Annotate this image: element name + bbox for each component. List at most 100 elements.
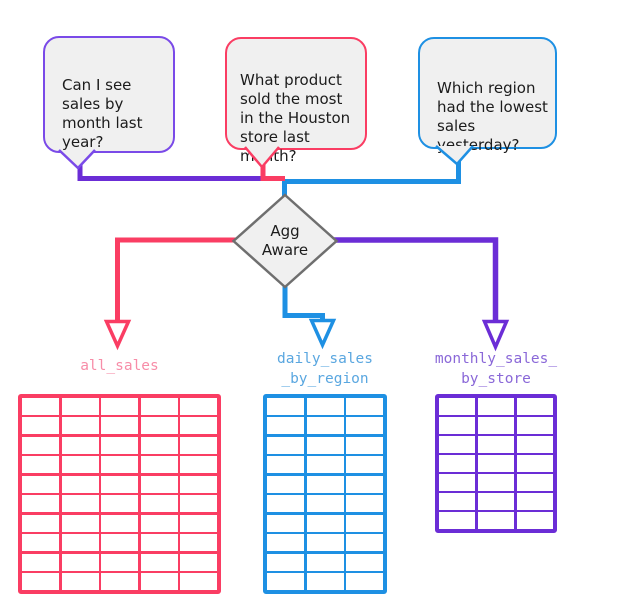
table-all-sales (18, 394, 221, 594)
table-cell (306, 553, 344, 571)
table-cell (306, 495, 344, 513)
table-cell (346, 417, 383, 435)
table-cell (140, 534, 178, 552)
label-daily-sales-by-region: daily_sales _by_region (276, 351, 374, 387)
table-cell (61, 417, 99, 435)
table-cell (101, 436, 138, 454)
table-cell (477, 398, 515, 415)
table-cell (346, 495, 383, 513)
table-cell (140, 514, 178, 532)
question-text-2: What product sold the most in the Housto… (240, 71, 351, 165)
table-cell (180, 475, 217, 493)
table-cell (346, 456, 383, 474)
table-cell (306, 436, 344, 454)
table-cell (516, 474, 553, 491)
table-cell (267, 553, 304, 571)
table-cell (22, 417, 59, 435)
table-cell (439, 398, 476, 415)
table-cell (439, 493, 476, 510)
table-cell (477, 493, 515, 510)
table-cell (180, 417, 217, 435)
table-cell (101, 573, 138, 590)
table-cell (61, 398, 99, 415)
agg-aware-label: Agg Aware (261, 222, 309, 259)
table-cell (61, 495, 99, 513)
table-cell (101, 514, 138, 532)
table-cell (101, 495, 138, 513)
table-cell (267, 475, 304, 493)
table-cell (101, 475, 138, 493)
branch-monthly-sales (334, 237, 499, 322)
table-cell (101, 553, 138, 571)
table-cell (140, 573, 178, 590)
table-cell (140, 553, 178, 571)
arrowhead-daily-sales (308, 318, 337, 350)
table-cell (346, 553, 383, 571)
table-cell (306, 398, 344, 415)
table-cell (22, 398, 59, 415)
table-cell (61, 553, 99, 571)
table-cell (61, 573, 99, 590)
table-cell (140, 436, 178, 454)
table-cell (22, 534, 59, 552)
table-cell (22, 436, 59, 454)
table-cell (516, 493, 553, 510)
label-monthly-sales-by-store: monthly_sales_ by_store (434, 351, 558, 387)
table-cell (267, 417, 304, 435)
table-cell (439, 417, 476, 434)
table-cell (346, 436, 383, 454)
table-cell (140, 495, 178, 513)
branch-all-sales (115, 237, 236, 322)
table-cell (22, 553, 59, 571)
question-text-1: Can I see sales by month last year? (62, 76, 143, 151)
table-cell (306, 456, 344, 474)
table-cell (439, 474, 476, 491)
table-cell (140, 398, 178, 415)
table-cell (477, 474, 515, 491)
table-cell (180, 514, 217, 532)
table-cell (180, 398, 217, 415)
table-cell (180, 436, 217, 454)
table-cell (267, 495, 304, 513)
table-cell (180, 495, 217, 513)
speech-bubble-q1: Can I see sales by month last year? (43, 36, 175, 153)
question-text-3: Which region had the lowest sales yester… (437, 79, 548, 154)
table-cell (61, 534, 99, 552)
table-cell (61, 514, 99, 532)
table-cell (477, 436, 515, 453)
table-cell (439, 436, 476, 453)
table-cell (267, 436, 304, 454)
table-daily-sales-by-region (263, 394, 387, 594)
table-cell (101, 534, 138, 552)
speech-bubble-q3: Which region had the lowest sales yester… (418, 37, 557, 154)
table-cell (267, 514, 304, 532)
table-cell (516, 398, 553, 415)
table-cell (267, 398, 304, 415)
table-cell (306, 514, 344, 532)
table-cell (346, 514, 383, 532)
table-cell (22, 475, 59, 493)
table-cell (22, 573, 59, 590)
table-cell (101, 398, 138, 415)
table-cell (306, 573, 344, 590)
table-monthly-sales-by-store (435, 394, 557, 533)
table-cell (346, 573, 383, 590)
table-cell (101, 417, 138, 435)
table-cell (477, 455, 515, 472)
speech-bubble-q2: What product sold the most in the Housto… (225, 37, 367, 165)
table-cell (101, 456, 138, 474)
table-cell (306, 534, 344, 552)
table-cell (267, 573, 304, 590)
table-cell (346, 475, 383, 493)
table-cell (516, 455, 553, 472)
branch-daily-sales (282, 285, 325, 321)
table-cell (180, 573, 217, 590)
table-cell (140, 475, 178, 493)
arrowhead-all-sales (103, 319, 132, 351)
table-cell (516, 436, 553, 453)
table-cell (180, 553, 217, 571)
table-cell (267, 456, 304, 474)
table-cell (306, 475, 344, 493)
table-cell (61, 436, 99, 454)
